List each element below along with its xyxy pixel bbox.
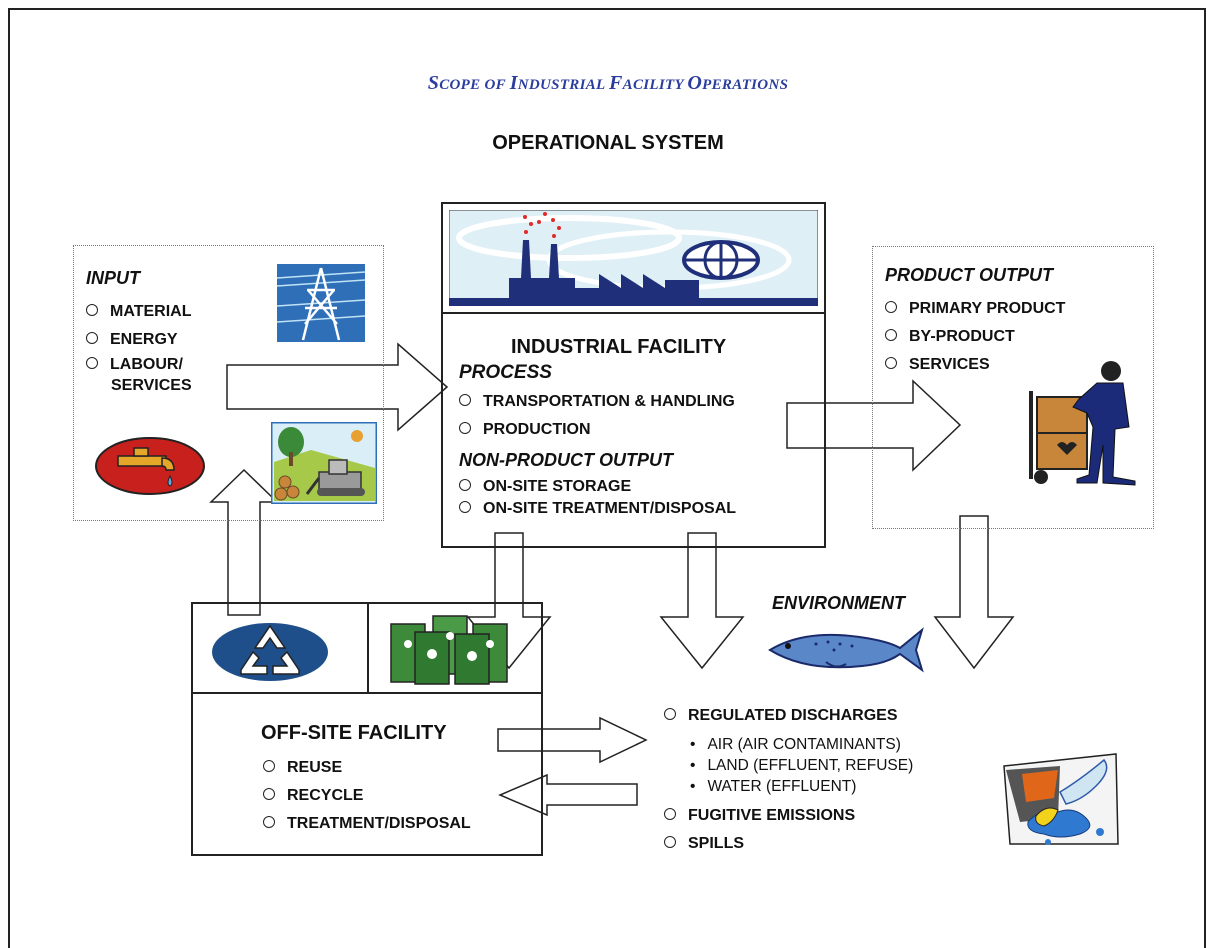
arrow-offsite-to-environment — [497, 716, 648, 764]
list-item: LABOUR/ — [86, 354, 192, 376]
factory-globe-icon — [449, 210, 818, 306]
arrow-product-to-environment — [933, 515, 1015, 670]
off-site-heading: OFF-SITE FACILITY — [261, 722, 447, 744]
transmission-tower-icon — [277, 264, 365, 342]
environment-list: REGULATED DISCHARGES — [664, 702, 898, 730]
hazard-drums-icon — [390, 615, 508, 685]
off-site-list: REUSE RECYCLE TREATMENT/DISPOSAL — [263, 754, 471, 838]
list-item: REGULATED DISCHARGES — [664, 702, 898, 730]
regulated-discharges-sublist: AIR (AIR CONTAMINANTS) LAND (EFFLUENT, R… — [664, 734, 913, 797]
bulldozer-logging-icon — [271, 422, 377, 504]
product-output-box: PRODUCT OUTPUT PRIMARY PRODUCT BY-PRODUC… — [872, 246, 1154, 529]
list-item: SERVICES — [885, 351, 1065, 379]
delivery-worker-icon — [1029, 361, 1136, 486]
offsite-image-panel — [193, 604, 541, 694]
arrow-facility-to-product — [786, 379, 962, 472]
facility-image-panel — [443, 204, 824, 314]
spill-icon — [1003, 753, 1119, 845]
off-site-facility-box: OFF-SITE FACILITY REUSE RECYCLE TREATMEN… — [191, 602, 543, 856]
list-item: FUGITIVE EMISSIONS — [664, 802, 855, 830]
list-item: TRANSPORTATION & HANDLING — [459, 388, 735, 416]
list-item: PRIMARY PRODUCT — [885, 295, 1065, 323]
sub-list-item: LAND (EFFLUENT, REFUSE) — [690, 755, 913, 776]
page-frame — [8, 8, 1206, 948]
input-list: MATERIAL ENERGY LABOUR/ SERVICES — [86, 298, 192, 396]
list-item: ENERGY — [86, 326, 192, 354]
process-heading: PROCESS — [459, 362, 552, 383]
industrial-facility-box: INDUSTRIAL FACILITY PROCESS TRANSPORTATI… — [441, 202, 826, 548]
page-title: SCOPE OF INDUSTRIAL FACILITY OPERATIONS — [427, 72, 789, 94]
list-item: ON-SITE TREATMENT/DISPOSAL — [459, 498, 736, 520]
diagram-subtitle: OPERATIONAL SYSTEM — [492, 132, 724, 154]
input-heading: INPUT — [86, 268, 140, 288]
facility-heading: INDUSTRIAL FACILITY — [511, 336, 727, 358]
environment-other-list: FUGITIVE EMISSIONS SPILLS — [664, 802, 855, 858]
list-item: SPILLS — [664, 830, 855, 858]
product-output-heading: PRODUCT OUTPUT — [885, 265, 1053, 285]
arrow-environment-to-offsite — [498, 773, 638, 817]
arrow-facility-to-environment — [659, 532, 745, 670]
water-tap-icon — [95, 437, 205, 495]
list-item: ON-SITE STORAGE — [459, 476, 736, 498]
list-item-continuation: SERVICES — [111, 377, 192, 394]
non-product-output-list: ON-SITE STORAGE ON-SITE TREATMENT/DISPOS… — [459, 476, 736, 520]
recycle-icon — [212, 623, 328, 681]
environment-heading: ENVIRONMENT — [772, 593, 906, 613]
product-output-list: PRIMARY PRODUCT BY-PRODUCT SERVICES — [885, 295, 1065, 379]
list-item: RECYCLE — [263, 782, 471, 810]
non-product-output-heading: NON-PRODUCT OUTPUT — [459, 450, 673, 470]
list-item: PRODUCTION — [459, 416, 735, 444]
fish-icon — [768, 627, 924, 673]
list-item: BY-PRODUCT — [885, 323, 1065, 351]
arrow-offsite-to-input — [209, 468, 279, 616]
process-list: TRANSPORTATION & HANDLING PRODUCTION — [459, 388, 735, 444]
list-item: TREATMENT/DISPOSAL — [263, 810, 471, 838]
sub-list-item: AIR (AIR CONTAMINANTS) — [690, 734, 913, 755]
input-box: INPUT MATERIAL ENERGY LABOUR/ SERVICES — [73, 245, 384, 521]
arrow-input-to-facility — [226, 342, 449, 432]
list-item: MATERIAL — [86, 298, 192, 326]
list-item: REUSE — [263, 754, 471, 782]
sub-list-item: WATER (EFFLUENT) — [690, 776, 913, 797]
